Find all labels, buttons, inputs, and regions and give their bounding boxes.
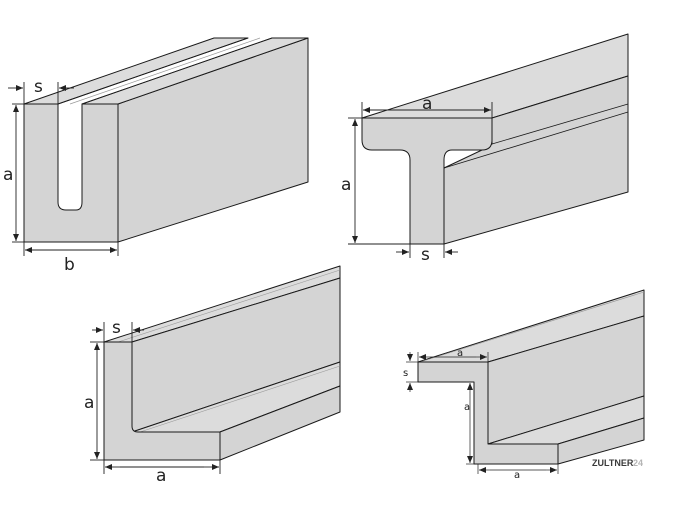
u-channel-profile [23, 37, 309, 243]
u-channel-label-s: s [34, 77, 43, 97]
logo-accent-text: 24 [633, 458, 643, 468]
u-channel-dimensions [8, 82, 119, 256]
t-profile-label-s: s [421, 245, 430, 265]
l-angle-label-s: s [112, 318, 121, 338]
l-angle-label-a-bottom: a [156, 466, 166, 486]
logo-main-text: ZULTNER [592, 458, 634, 468]
l-angle-front-face [103, 341, 221, 461]
l-angle-label-a-side: a [84, 393, 94, 413]
z-profile-label-a-side: a [464, 402, 470, 413]
l-angle-profile [103, 265, 341, 461]
u-channel-front-face [23, 103, 119, 243]
l-angle-dimensions [90, 322, 221, 474]
z-profile-label-a-bottom: a [514, 470, 520, 481]
z-profile-label-s: s [403, 368, 408, 379]
u-channel-label-b: b [64, 255, 75, 275]
t-profile-label-a-top: a [422, 94, 432, 114]
z-profile-dimensions [406, 352, 559, 474]
t-profile-dimensions [348, 102, 493, 258]
u-channel-label-a: a [3, 165, 13, 185]
t-profile-label-a-side: a [341, 175, 351, 195]
z-profile-label-a-top: a [457, 348, 463, 359]
t-profile [361, 33, 629, 245]
brand-logo: ZULTNER 24 [592, 458, 643, 468]
z-profile [417, 289, 645, 465]
